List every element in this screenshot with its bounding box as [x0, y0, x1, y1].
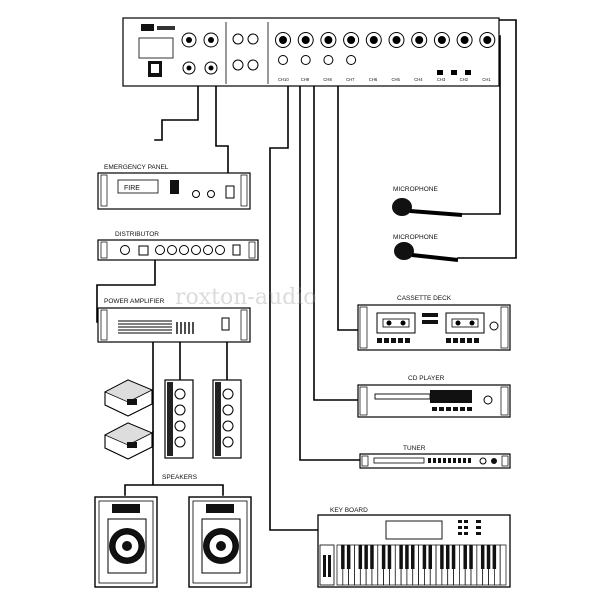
channel-xlr-input — [365, 32, 382, 48]
black-key — [451, 545, 456, 569]
keyboard-label: KEY BOARD — [330, 507, 368, 514]
channel-xlr-input — [275, 32, 291, 48]
black-key — [399, 545, 403, 569]
cable-mixer-distributor — [215, 35, 229, 181]
black-key — [486, 545, 491, 569]
emergency-panel: EMERGENCY PANEL FIRE — [97, 164, 251, 210]
black-key — [381, 545, 386, 569]
switch-icon — [170, 180, 179, 194]
cd-player: CD PLAYER — [357, 375, 511, 418]
keyboard-display — [385, 520, 443, 540]
tuner: TUNER — [359, 445, 511, 469]
channel-xlr-input — [343, 32, 360, 48]
black-key — [422, 545, 427, 569]
distributor: DISTRIBUTOR — [97, 231, 259, 261]
cable-mixer-keyboard — [269, 65, 319, 531]
black-key — [405, 545, 409, 569]
microphone-2-label: MICROPHONE — [393, 234, 438, 241]
channel-line-input — [323, 55, 334, 65]
ceiling-speaker-1 — [104, 379, 153, 417]
channel-xlr-input — [479, 32, 496, 48]
black-key — [358, 545, 363, 569]
channel-xlr-input — [297, 32, 314, 48]
black-key — [346, 545, 351, 569]
black-key — [428, 545, 432, 569]
mixer-logo — [141, 24, 154, 31]
cassette-deck: CASSETTE DECK — [357, 295, 511, 351]
black-key — [480, 545, 485, 569]
watermark: roxton-audio — [175, 285, 317, 310]
cable-mixer-cassette-deck — [337, 65, 359, 331]
black-key — [440, 545, 444, 569]
microphone-1-label: MICROPHONE — [393, 186, 438, 193]
white-key — [499, 544, 507, 586]
microphone-1: MICROPHONE — [392, 186, 463, 217]
channel-label: CH8 — [323, 77, 332, 82]
channel-xlr-input — [388, 32, 405, 48]
microphone-2: MICROPHONE — [393, 234, 459, 262]
speaker-cabinet-2 — [188, 496, 252, 588]
black-key — [364, 545, 368, 569]
channel-line-input — [346, 55, 357, 65]
black-key — [469, 545, 473, 569]
column-speaker-2 — [212, 379, 242, 459]
black-key — [341, 545, 345, 569]
black-key — [387, 545, 392, 569]
black-key — [411, 545, 415, 569]
cable-mixer-tuner — [299, 65, 361, 461]
emergency-panel-label: EMERGENCY PANEL — [104, 164, 169, 171]
channel-label: CH9 — [301, 77, 310, 82]
channel-xlr-input — [411, 32, 428, 48]
microphone-icon — [394, 242, 414, 260]
speakers-label: SPEAKERS — [162, 474, 198, 481]
fire-display-text: FIRE — [124, 185, 140, 192]
connection-cables — [96, 19, 517, 531]
cable-mixer-cd-player — [313, 65, 359, 401]
cable-mixer-emergency-panel — [154, 35, 199, 141]
power-amplifier-label: POWER AMPLIFIER — [104, 298, 165, 305]
channel-line-input — [300, 55, 311, 65]
black-key — [445, 545, 450, 569]
channel-label: CH1 — [482, 77, 491, 82]
channel-line-input — [278, 55, 288, 65]
channel-label: CH5 — [392, 77, 401, 82]
channel-label: CH10 — [278, 77, 289, 82]
channel-xlr-input — [320, 32, 337, 48]
microphone-icon — [392, 198, 412, 216]
speaker-cabinet-1 — [94, 496, 158, 588]
tuner-label: TUNER — [403, 445, 426, 452]
channel-label: CH4 — [414, 77, 423, 82]
cable-distributor-power-amplifier — [96, 245, 156, 323]
channel-label: CH2 — [460, 77, 469, 82]
fire-display — [117, 179, 159, 194]
black-key — [370, 545, 374, 569]
cable-amp-cabinets — [124, 431, 224, 496]
channel-label: CH3 — [437, 77, 446, 82]
cd-player-label: CD PLAYER — [408, 375, 445, 382]
power-amplifier: POWER AMPLIFIER — [97, 298, 251, 343]
channel-xlr-input — [456, 32, 473, 48]
cassette-deck-label: CASSETTE DECK — [397, 295, 452, 302]
black-key — [492, 545, 497, 569]
channel-label: CH6 — [369, 77, 378, 82]
black-key — [463, 545, 467, 569]
column-speaker-1 — [164, 379, 194, 459]
channel-xlr-input — [433, 32, 450, 48]
distributor-label: DISTRIBUTOR — [115, 231, 159, 238]
ceiling-speaker-2 — [104, 422, 153, 460]
channel-label: CH7 — [346, 77, 355, 82]
keyboard: KEY BOARD — [317, 507, 511, 588]
mixer: CH10 CH9 CH8 CH7 CH6 CH5 CH4 CH3 CH2 CH1 — [122, 17, 500, 87]
